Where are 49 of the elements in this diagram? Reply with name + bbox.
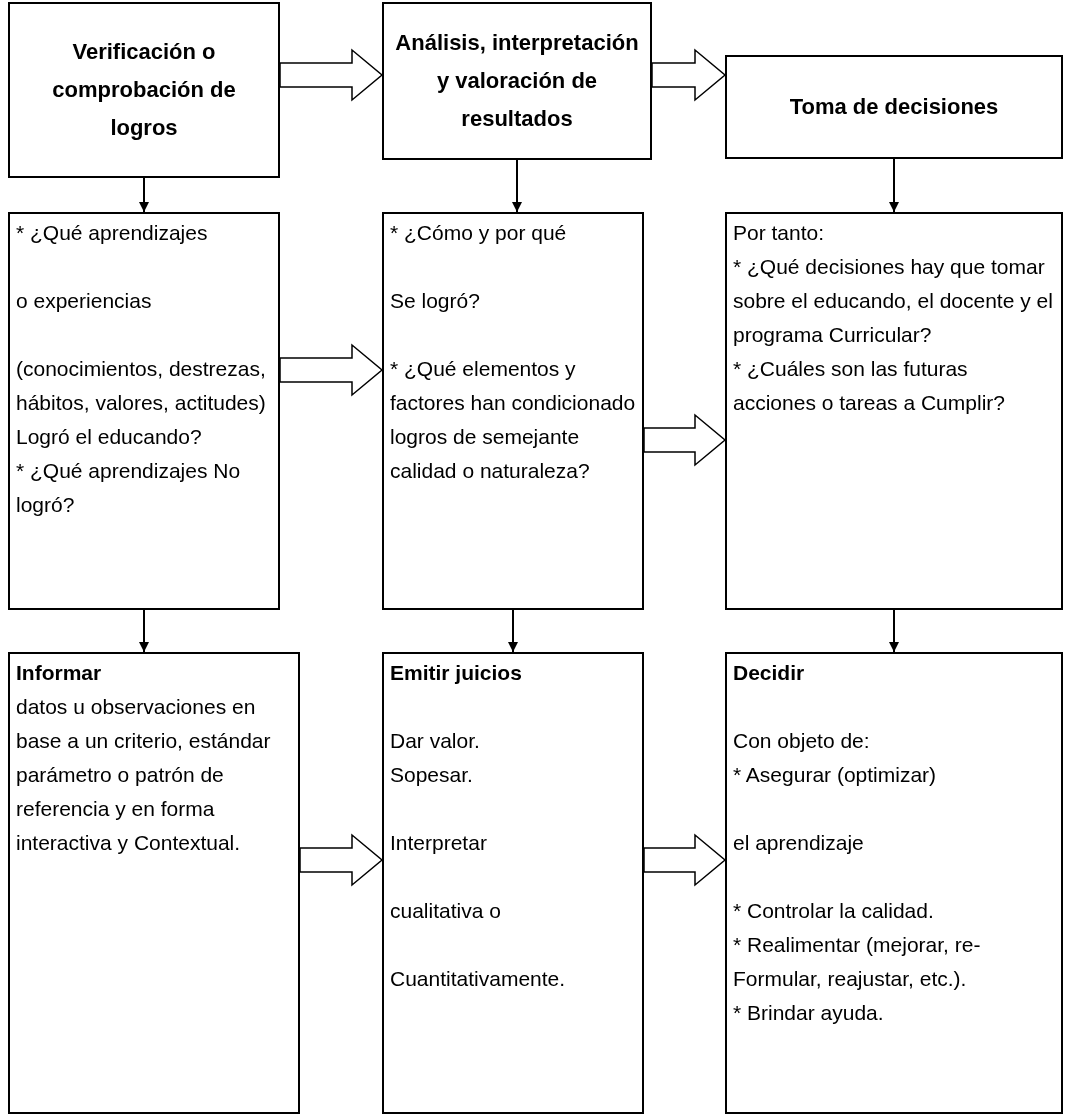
block-arrow [651, 48, 727, 102]
box-text: (conocimientos, destrezas, hábitos, valores, actitudes) Logró el educando? [16, 356, 267, 450]
process-box [382, 652, 644, 1114]
arrow [889, 158, 899, 213]
box-heading: Verificación o comprobación de logros [51, 38, 237, 142]
box-text: Interpretar [390, 830, 488, 856]
box-heading: Toma de decisiones [788, 93, 1000, 121]
arrow [139, 177, 149, 213]
box-text: * ¿Cómo y por qué [390, 220, 568, 246]
box-heading: Emitir juicios [390, 660, 523, 686]
box-text: Con objeto de: [733, 728, 871, 754]
block-arrow [279, 48, 384, 102]
arrow [889, 609, 899, 653]
process-box [382, 212, 644, 610]
block-arrow [643, 413, 727, 467]
process-box [725, 55, 1063, 159]
box-text: * Realimentar (mejorar, re- Formular, reajustar, etc.). [733, 932, 982, 992]
box-text: Sopesar. [390, 762, 474, 788]
box-text: * Asegurar (optimizar) [733, 762, 938, 788]
arrow [139, 609, 149, 653]
arrow [512, 159, 522, 213]
box-text: el aprendizaje [733, 830, 865, 856]
process-box [725, 652, 1063, 1114]
block-arrow [643, 833, 727, 887]
box-text: * ¿Qué aprendizajes No logró? [16, 458, 242, 518]
process-box [8, 2, 280, 178]
block-arrow [299, 833, 384, 887]
box-text: * Controlar la calidad. [733, 898, 935, 924]
box-text: * ¿Qué aprendizajes [16, 220, 209, 246]
box-heading: Informar [16, 660, 103, 686]
box-text: Por tanto: [733, 220, 826, 246]
arrow [508, 609, 518, 653]
box-text: Dar valor. [390, 728, 481, 754]
process-box [725, 212, 1063, 610]
box-text: cualitativa o [390, 898, 502, 924]
box-text: datos u observaciones en base a un criterio, estándar parámetro o patrón de referencia y en forma interactiva y Contextual. [16, 694, 272, 856]
box-text: * ¿Qué decisiones hay que tomar sobre el educando, el docente y el programa Curricular? [733, 254, 1054, 348]
process-box [8, 212, 280, 610]
box-text: o experiencias [16, 288, 153, 314]
process-box [8, 652, 300, 1114]
box-heading: Decidir [733, 660, 806, 686]
block-arrow [279, 343, 384, 397]
box-text: * ¿Qué elementos y factores han condicionado logros de semejante calidad o naturaleza? [390, 356, 636, 484]
box-text: * ¿Cuáles son las futuras acciones o tareas a Cumplir? [733, 356, 1006, 416]
box-text: Cuantitativamente. [390, 966, 567, 992]
box-heading: Análisis, interpretación y valoración de resultados [394, 29, 640, 133]
box-text: * Brindar ayuda. [733, 1000, 885, 1026]
process-box [382, 2, 652, 160]
box-text: Se logró? [390, 288, 481, 314]
